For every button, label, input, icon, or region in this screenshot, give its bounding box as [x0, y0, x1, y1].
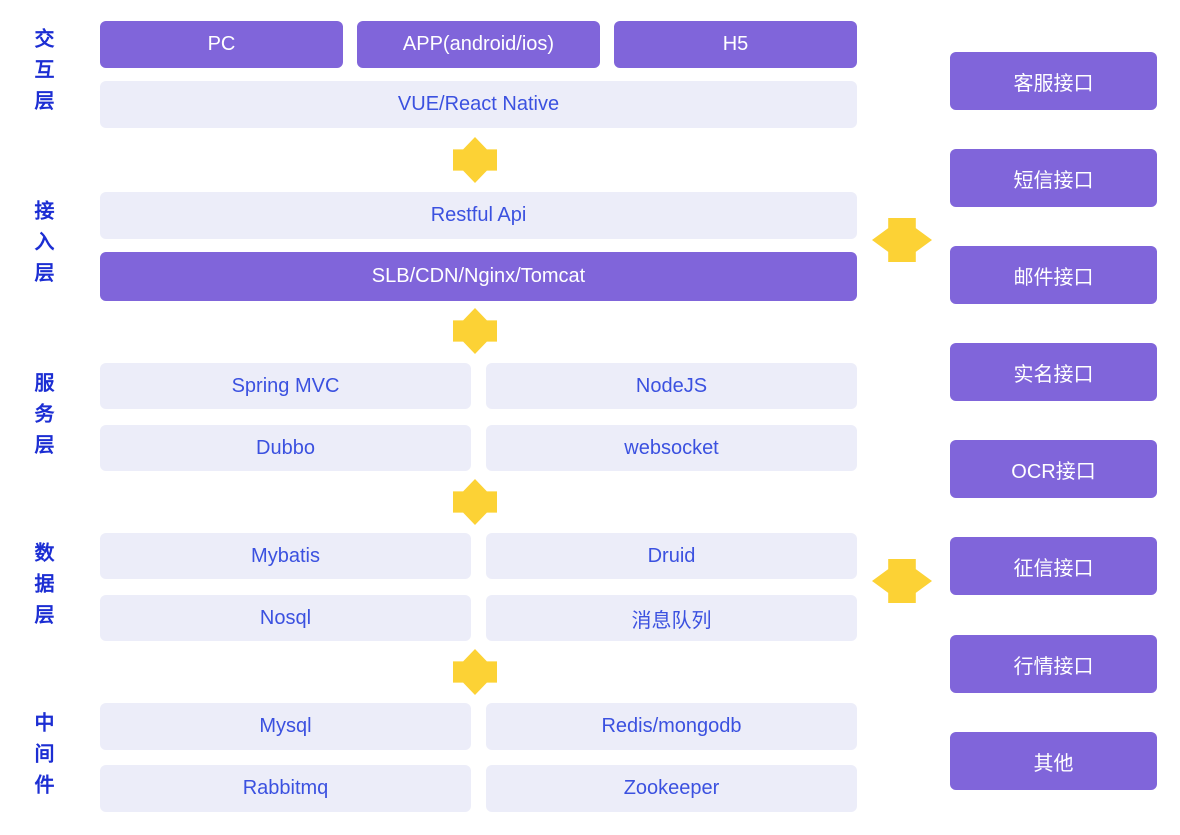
down-arrow-icon	[453, 308, 497, 354]
layer-label-service: 服务层	[31, 372, 53, 465]
box-pc: PC	[100, 21, 343, 68]
box-redis-mongodb: Redis/mongodb	[486, 703, 857, 750]
box-mysql: Mysql	[100, 703, 471, 750]
api-box-email: 邮件接口	[950, 246, 1157, 304]
box-mybatis: Mybatis	[100, 533, 471, 579]
box-message-queue: 消息队列	[486, 595, 857, 641]
api-box-ocr: OCR接口	[950, 440, 1157, 498]
right-arrow-icon	[872, 218, 932, 262]
api-box-sms: 短信接口	[950, 149, 1157, 207]
layer-label-interaction: 交互层	[31, 28, 53, 121]
box-slb-cdn-nginx-tomcat: SLB/CDN/Nginx/Tomcat	[100, 252, 857, 301]
box-app: APP(android/ios)	[357, 21, 600, 68]
box-vue-react-native: VUE/React Native	[100, 81, 857, 128]
layer-label-middleware: 中间件	[31, 712, 53, 805]
layer-label-data: 数据层	[31, 542, 53, 635]
box-restful-api: Restful Api	[100, 192, 857, 239]
box-spring-mvc: Spring MVC	[100, 363, 471, 409]
layer-label-access: 接入层	[31, 200, 53, 293]
api-box-other: 其他	[950, 732, 1157, 790]
box-h5: H5	[614, 21, 857, 68]
down-arrow-icon	[453, 649, 497, 695]
box-zookeeper: Zookeeper	[486, 765, 857, 812]
box-nosql: Nosql	[100, 595, 471, 641]
box-dubbo: Dubbo	[100, 425, 471, 471]
api-box-customer-service: 客服接口	[950, 52, 1157, 110]
box-rabbitmq: Rabbitmq	[100, 765, 471, 812]
api-box-market-data: 行情接口	[950, 635, 1157, 693]
box-websocket: websocket	[486, 425, 857, 471]
down-arrow-icon	[453, 137, 497, 183]
right-arrow-icon	[872, 559, 932, 603]
api-box-real-name: 实名接口	[950, 343, 1157, 401]
box-druid: Druid	[486, 533, 857, 579]
down-arrow-icon	[453, 479, 497, 525]
box-nodejs: NodeJS	[486, 363, 857, 409]
api-box-credit: 征信接口	[950, 537, 1157, 595]
